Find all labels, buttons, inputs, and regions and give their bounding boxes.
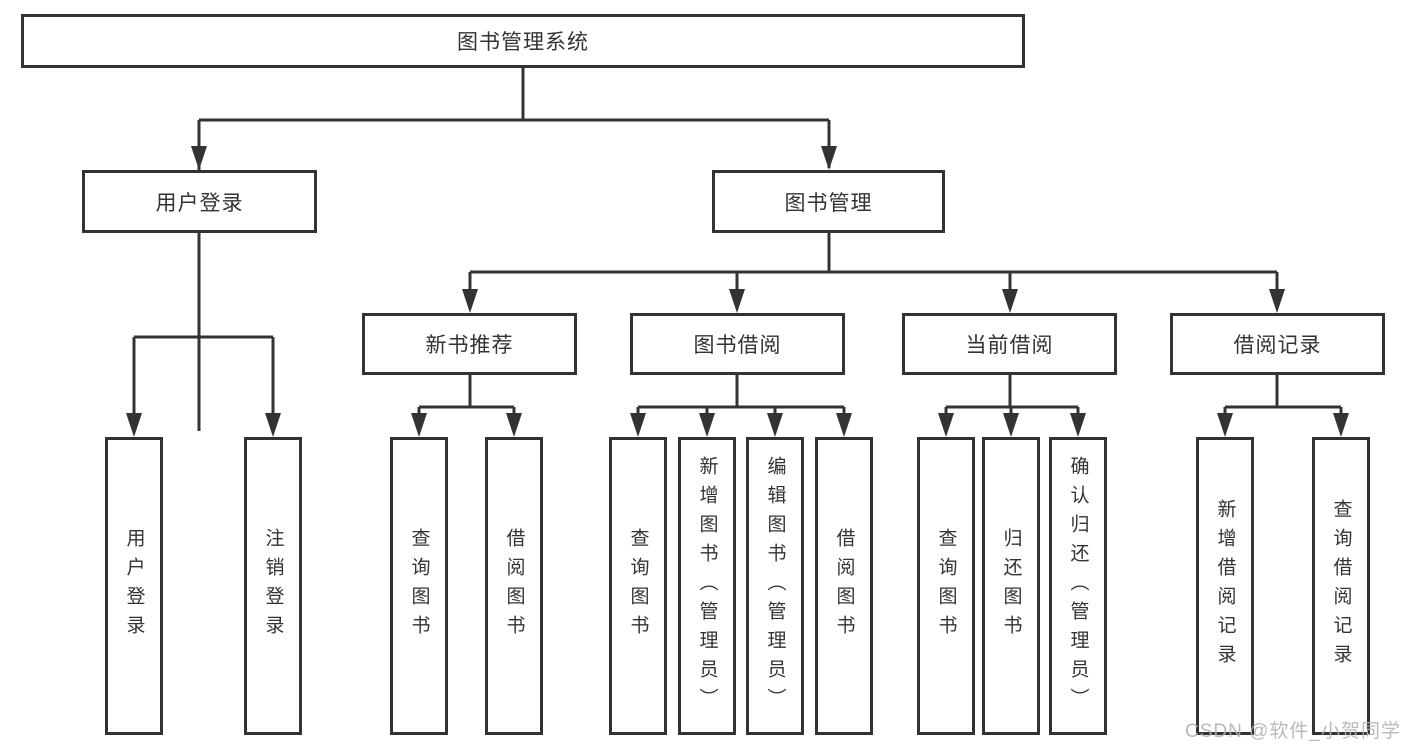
node-new-book-recommend: 新书推荐: [362, 313, 577, 375]
node-book-management: 图书管理: [712, 170, 945, 233]
node-add-book-admin: 新增图书（管理员）: [678, 437, 736, 735]
node-edit-book-admin-label: 编辑图书（管理员）: [764, 455, 786, 717]
node-confirm-return-admin-label: 确认归还（管理员）: [1067, 455, 1089, 717]
node-book-management-label: 图书管理: [784, 191, 873, 215]
node-user-login-label: 用户登录: [155, 191, 244, 215]
watermark: CSDN @软件_小贺同学: [1185, 721, 1401, 742]
node-rec-query-book: 查询图书: [390, 437, 448, 735]
node-logout-label: 注销登录: [262, 528, 284, 644]
node-user-login: 用户登录: [82, 170, 317, 233]
node-root-label: 图书管理系统: [457, 31, 589, 54]
node-book-borrow: 图书借阅: [630, 313, 845, 375]
node-return-book-label: 归还图书: [1000, 528, 1022, 644]
node-add-borrow-record: 新增借阅记录: [1196, 437, 1254, 735]
node-rec-borrow-book: 借阅图书: [485, 437, 543, 735]
node-query-borrow-record: 查询借阅记录: [1312, 437, 1370, 735]
node-confirm-return-admin: 确认归还（管理员）: [1049, 437, 1107, 735]
node-borrow-borrow-book-label: 借阅图书: [833, 528, 855, 644]
node-current-query-book: 查询图书: [917, 437, 975, 735]
node-book-borrow-label: 图书借阅: [693, 334, 782, 357]
node-current-borrow-label: 当前借阅: [965, 334, 1054, 357]
node-user-login-action-label: 用户登录: [123, 528, 145, 644]
node-query-borrow-record-label: 查询借阅记录: [1330, 499, 1352, 673]
node-rec-query-book-label: 查询图书: [408, 528, 430, 644]
node-current-borrow: 当前借阅: [902, 313, 1117, 375]
node-borrow-query-book: 查询图书: [609, 437, 667, 735]
node-add-book-admin-label: 新增图书（管理员）: [696, 455, 718, 717]
node-user-login-action: 用户登录: [105, 437, 163, 735]
node-new-book-recommend-label: 新书推荐: [425, 334, 514, 357]
node-borrow-records-label: 借阅记录: [1233, 334, 1322, 357]
node-borrow-borrow-book: 借阅图书: [815, 437, 873, 735]
node-borrow-query-book-label: 查询图书: [627, 528, 649, 644]
node-current-query-book-label: 查询图书: [935, 528, 957, 644]
node-edit-book-admin: 编辑图书（管理员）: [746, 437, 804, 735]
node-root: 图书管理系统: [21, 14, 1025, 68]
node-borrow-records: 借阅记录: [1170, 313, 1385, 375]
node-rec-borrow-book-label: 借阅图书: [503, 528, 525, 644]
node-logout: 注销登录: [244, 437, 302, 735]
node-return-book: 归还图书: [982, 437, 1040, 735]
node-add-borrow-record-label: 新增借阅记录: [1214, 499, 1236, 673]
